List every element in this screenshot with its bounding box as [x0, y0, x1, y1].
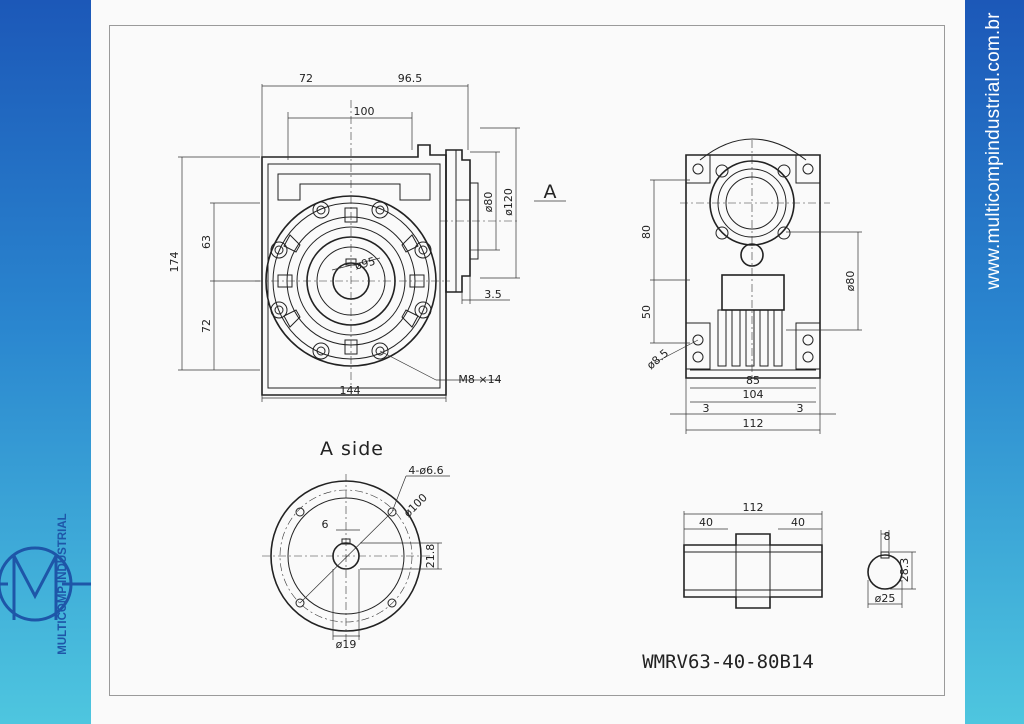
front-view: 72 96.5 100 174 63 72 144 ø95 ø80 ø120 3… [168, 72, 566, 402]
flange-dia-100: ø100 [401, 491, 430, 520]
dim-100: 100 [354, 105, 375, 118]
side-dim-3-right: 3 [797, 402, 804, 415]
flange-view: A side 4-ø6.6 ø100 6 21.8 ø19 [262, 438, 450, 651]
side-dim-dia-80: ø80 [844, 271, 857, 292]
drawing-frame [109, 25, 945, 696]
shaft-view: 112 40 40 8 28.3 ø25 [683, 501, 916, 609]
flange-dia-19: ø19 [336, 638, 357, 651]
side-dim-50: 50 [640, 305, 653, 319]
view-marker-a: A [544, 181, 557, 203]
dim-174: 174 [168, 252, 181, 273]
a-side-label: A side [320, 438, 384, 460]
shaft-dim-40-right: 40 [791, 516, 805, 529]
side-dim-80: 80 [640, 225, 653, 239]
shaft-dim-8: 8 [884, 530, 891, 543]
dim-dia-95: ø95 [353, 255, 376, 273]
shaft-dim-28-3: 28.3 [898, 558, 911, 583]
right-brand-band [965, 0, 1024, 724]
dim-144: 144 [340, 384, 361, 397]
side-view: 80 50 ø80 ø8.5 85 104 3 3 112 [640, 138, 862, 434]
dim-dia-120: ø120 [502, 188, 515, 216]
shaft-dim-40-left: 40 [699, 516, 713, 529]
dim-72-top: 72 [299, 72, 313, 85]
side-dim-3-left: 3 [703, 402, 710, 415]
dim-m8: M8 ×14 [458, 373, 501, 386]
side-dim-104: 104 [743, 388, 764, 401]
side-dim-112: 112 [743, 417, 764, 430]
dim-3-5: 3.5 [484, 288, 502, 301]
shaft-dia-25: ø25 [875, 592, 896, 605]
dim-72-side: 72 [200, 319, 213, 333]
flange-dim-21-8: 21.8 [424, 544, 437, 569]
flange-dim-6: 6 [322, 518, 329, 531]
side-dim-85: 85 [746, 374, 760, 387]
flange-holes: 4-ø6.6 [408, 464, 443, 477]
side-dim-dia-8-5: ø8.5 [644, 347, 671, 373]
multicomp-logo-icon [0, 546, 91, 622]
dim-63: 63 [200, 235, 213, 249]
shaft-dim-112: 112 [743, 501, 764, 514]
model-title: WMRV63-40-80B14 [642, 651, 814, 673]
dim-96-5: 96.5 [398, 72, 423, 85]
dim-dia-80: ø80 [482, 192, 495, 213]
